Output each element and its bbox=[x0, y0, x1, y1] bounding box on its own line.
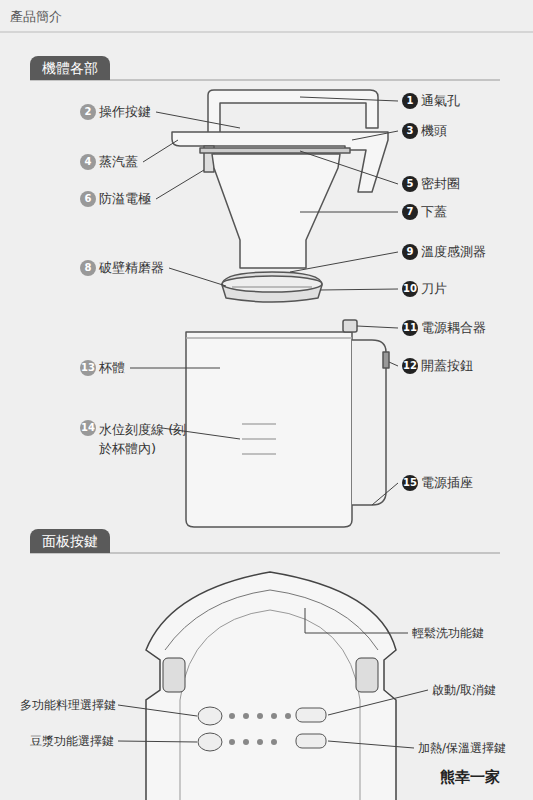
part-label: 蒸汽蓋 bbox=[99, 154, 138, 170]
part-label: 防溢電極 bbox=[99, 191, 151, 207]
callout-number: 10 bbox=[402, 281, 418, 297]
part-label: 電源插座 bbox=[421, 475, 473, 491]
section-tab: 機體各部 bbox=[30, 56, 110, 80]
part-label: 通氣孔 bbox=[421, 93, 460, 109]
part-label: 破壁精磨器 bbox=[99, 260, 164, 276]
part-label: 杯體 bbox=[99, 360, 125, 376]
callout-number: 3 bbox=[402, 123, 418, 139]
callout-number: 14 bbox=[80, 420, 96, 436]
callout-number: 13 bbox=[80, 360, 96, 376]
callout-number: 12 bbox=[402, 358, 418, 374]
part-label: 開蓋按鈕 bbox=[421, 358, 473, 374]
button-label: 多功能料理選擇鍵 bbox=[20, 697, 116, 713]
button-label: 加熱/保溫選擇鍵 bbox=[418, 740, 506, 756]
part-label: 刀片 bbox=[421, 281, 447, 297]
callout-number: 1 bbox=[402, 93, 418, 109]
button-label: 豆漿功能選擇鍵 bbox=[30, 733, 114, 749]
section-title: 面板按鍵 bbox=[42, 533, 98, 549]
part-label: 溫度感測器 bbox=[421, 244, 486, 260]
callout-number: 5 bbox=[402, 176, 418, 192]
callout-number: 6 bbox=[80, 191, 96, 207]
part-label: 水位刻度線 (刻於杯體內) bbox=[99, 420, 191, 458]
part-label: 電源耦合器 bbox=[421, 320, 486, 336]
callout-number: 9 bbox=[402, 244, 418, 260]
part-label: 密封圈 bbox=[421, 176, 460, 192]
callout-number: 4 bbox=[80, 154, 96, 170]
callout-number: 8 bbox=[80, 260, 96, 276]
callout-number: 2 bbox=[80, 104, 96, 120]
section-title: 機體各部 bbox=[42, 60, 98, 76]
page-title: 產品簡介 bbox=[10, 8, 62, 26]
button-label: 輕鬆洗功能鍵 bbox=[412, 625, 484, 641]
callout-number: 11 bbox=[402, 320, 418, 336]
button-label: 啟動/取消鍵 bbox=[432, 682, 496, 698]
part-label: 下蓋 bbox=[421, 204, 447, 220]
part-label: 機頭 bbox=[421, 123, 447, 139]
section-tab: 面板按鍵 bbox=[30, 529, 110, 553]
callout-number: 15 bbox=[402, 475, 418, 491]
part-label: 操作按鍵 bbox=[99, 104, 151, 120]
watermark: 熊幸一家 bbox=[440, 768, 500, 787]
callout-number: 7 bbox=[402, 204, 418, 220]
